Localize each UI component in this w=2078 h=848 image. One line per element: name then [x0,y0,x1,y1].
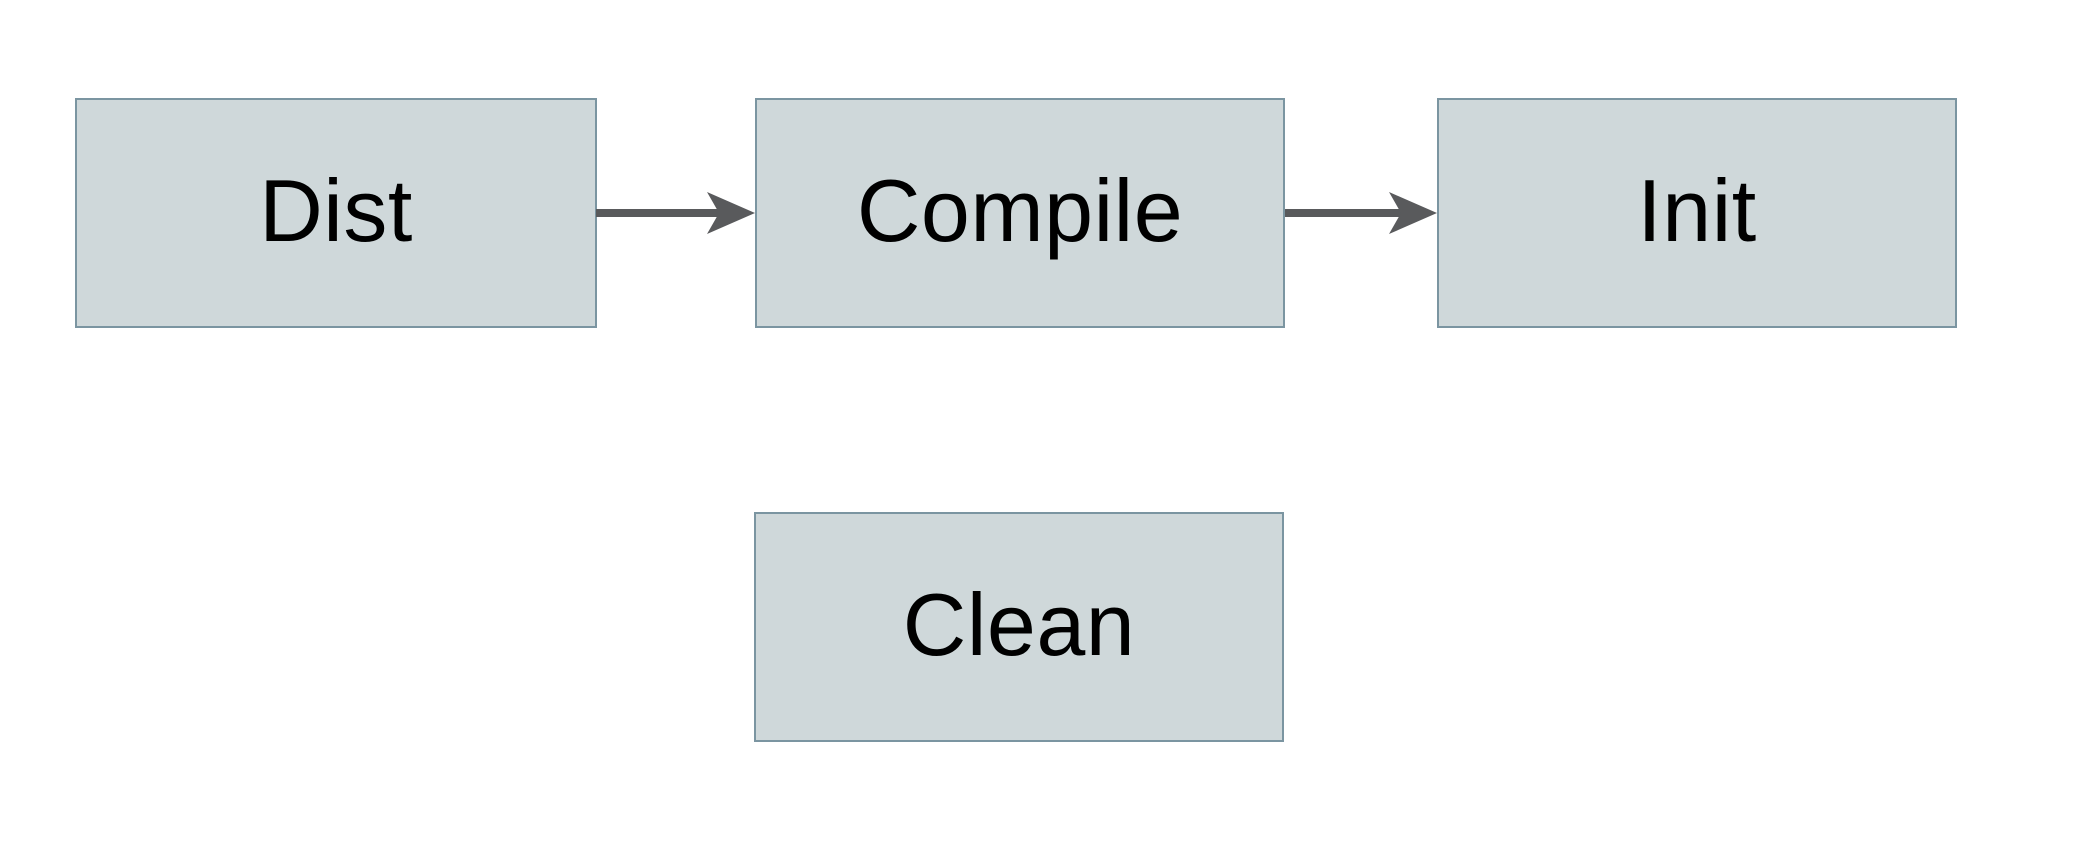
arrowhead-icon [1389,192,1437,234]
node-clean: Clean [754,512,1284,742]
arrowhead-icon [707,192,755,234]
node-init: Init [1437,98,1957,328]
node-dist: Dist [75,98,597,328]
node-dist-label: Dist [259,161,413,260]
node-compile-label: Compile [856,161,1184,260]
node-init-label: Init [1637,161,1757,260]
node-compile: Compile [755,98,1285,328]
arrow-dist-to-compile [596,192,755,234]
node-clean-label: Clean [902,575,1136,674]
arrow-compile-to-init [1285,192,1437,234]
